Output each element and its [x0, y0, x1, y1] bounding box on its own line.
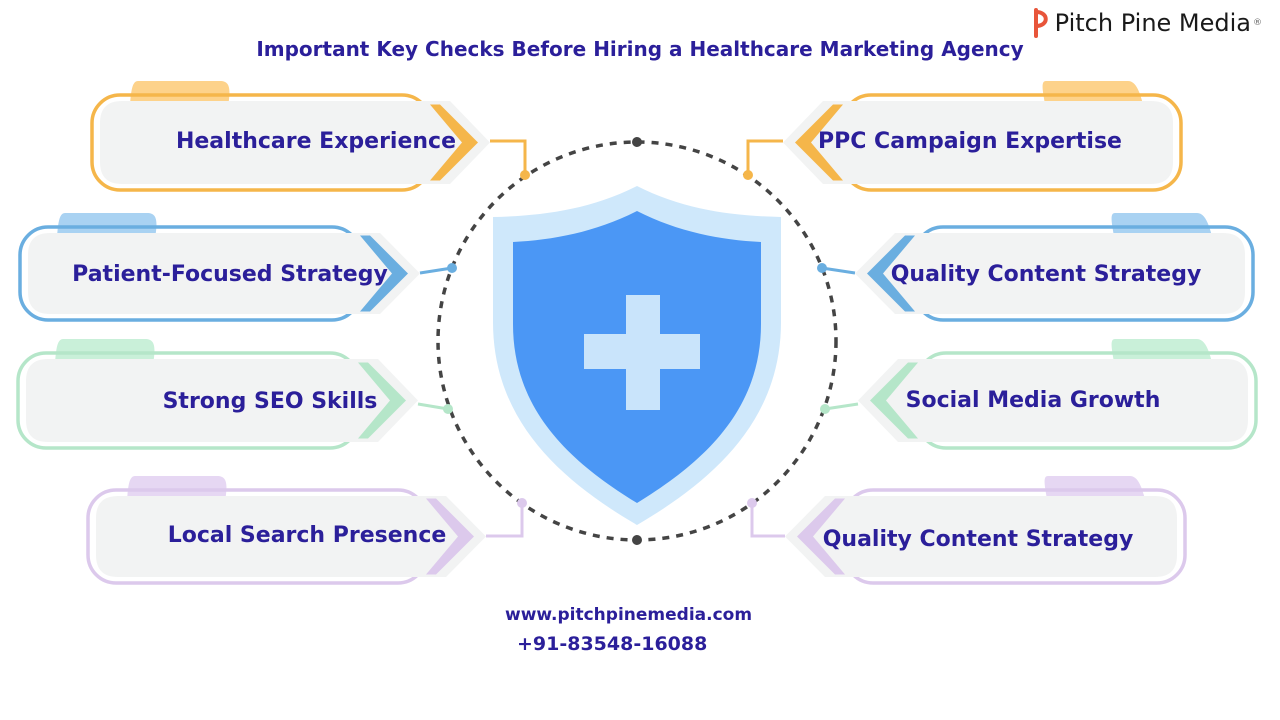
connector-dot	[743, 170, 753, 180]
key-check-label: Patient-Focused Strategy	[72, 262, 388, 287]
pitch-pine-logo-icon	[1033, 8, 1051, 38]
phone-number[interactable]: +91-83548-16088	[517, 633, 708, 655]
key-check-item: Quality Content Strategy	[747, 476, 1187, 585]
key-check-item: Patient-Focused Strategy	[18, 213, 457, 322]
chevron-arrow-icon	[426, 498, 474, 575]
card-body	[28, 233, 420, 314]
card-connector	[417, 402, 449, 411]
shield-icon	[493, 186, 781, 525]
card-connector	[746, 139, 783, 175]
chevron-arrow-icon	[430, 104, 478, 181]
card-body	[100, 101, 490, 184]
key-check-label: Local Search Presence	[168, 523, 447, 548]
chevron-arrow-icon	[360, 235, 408, 312]
card-body	[785, 496, 1177, 577]
card-body	[26, 359, 418, 442]
connector-dot	[817, 263, 827, 273]
card-connector	[419, 266, 453, 275]
website-url[interactable]: www.pitchpinemedia.com	[505, 605, 753, 625]
chevron-arrow-icon	[867, 235, 915, 312]
key-check-label: PPC Campaign Expertise	[818, 129, 1122, 154]
key-check-label: Strong SEO Skills	[163, 389, 378, 414]
page-title: Important Key Checks Before Hiring a Hea…	[256, 37, 1024, 61]
circle-bottom-dot	[632, 535, 642, 545]
connector-dot	[520, 170, 530, 180]
card-connector	[750, 503, 785, 538]
key-check-item: Healthcare Experience	[90, 81, 530, 192]
card-body	[858, 359, 1248, 442]
medical-cross-icon	[584, 295, 700, 410]
key-check-item: Local Search Presence	[86, 476, 527, 585]
card-connector	[821, 266, 856, 275]
connector-dot	[447, 263, 457, 273]
card-connector	[824, 402, 859, 411]
connector-dot	[443, 404, 453, 414]
registered-mark: ®	[1253, 18, 1262, 28]
chevron-arrow-icon	[358, 362, 406, 439]
key-check-label: Healthcare Experience	[176, 129, 456, 154]
connector-dot	[820, 404, 830, 414]
brand-logo: Pitch Pine Media ®	[1033, 8, 1262, 38]
key-check-item: Quality Content Strategy	[817, 213, 1255, 322]
card-connector	[490, 139, 527, 175]
key-check-item: Social Media Growth	[820, 339, 1258, 450]
logo-text: Pitch Pine Media	[1054, 9, 1251, 37]
card-body	[855, 233, 1245, 314]
chevron-arrow-icon	[795, 104, 843, 181]
card-connector	[486, 503, 524, 538]
circle-top-dot	[632, 137, 642, 147]
connector-dot	[747, 498, 757, 508]
key-check-item: Strong SEO Skills	[16, 339, 453, 450]
key-check-item: PPC Campaign Expertise	[743, 81, 1183, 192]
key-check-label: Quality Content Strategy	[823, 527, 1134, 552]
chevron-arrow-icon	[797, 498, 845, 575]
key-check-label: Quality Content Strategy	[891, 262, 1202, 287]
card-body	[96, 496, 486, 577]
card-body	[783, 101, 1173, 184]
connector-dot	[517, 498, 527, 508]
key-check-label: Social Media Growth	[906, 388, 1161, 413]
chevron-arrow-icon	[870, 362, 918, 439]
